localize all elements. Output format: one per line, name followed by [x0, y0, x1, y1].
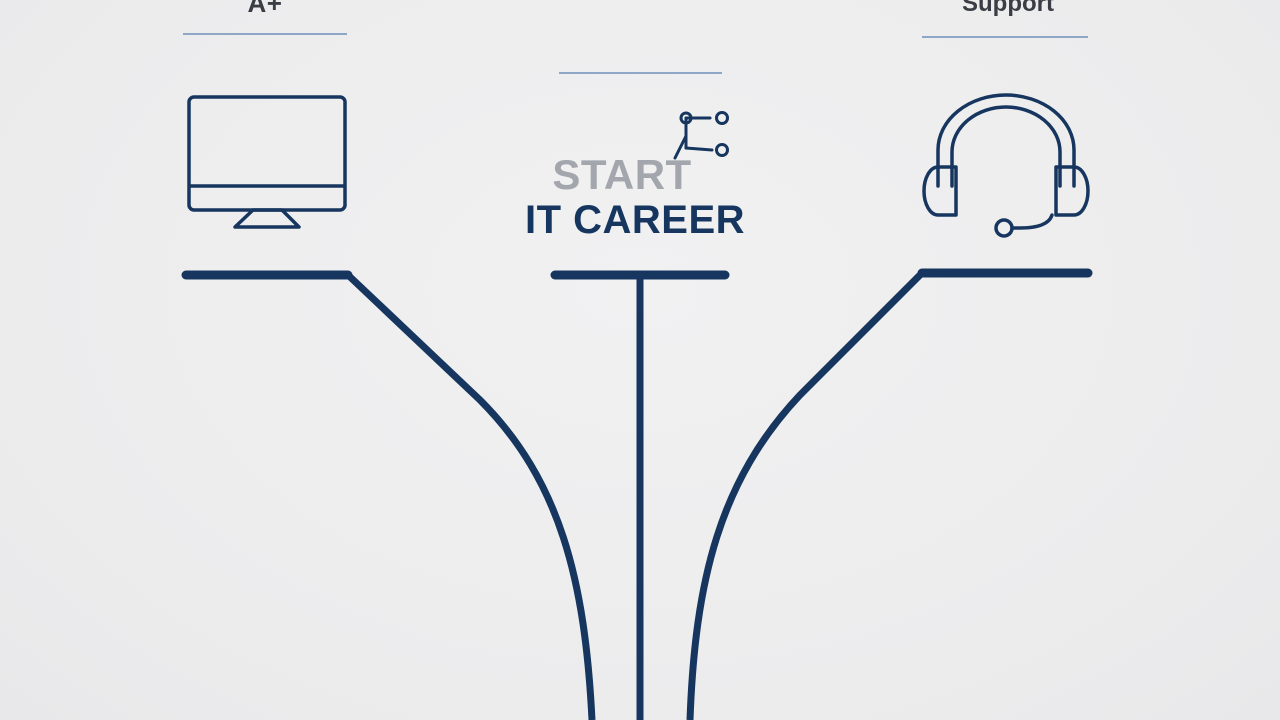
left-branch-path: [345, 272, 596, 720]
branch-nodes-icon: [673, 111, 729, 160]
left-branch-label: A+: [247, 0, 283, 18]
headset-icon: [922, 93, 1090, 238]
monitor-icon: [187, 95, 347, 229]
right-branch-path: [686, 270, 925, 720]
center-title-line1: START: [552, 151, 692, 198]
right-branch-label: Support: [962, 0, 1054, 17]
center-title-line2: IT CAREER: [524, 198, 746, 242]
